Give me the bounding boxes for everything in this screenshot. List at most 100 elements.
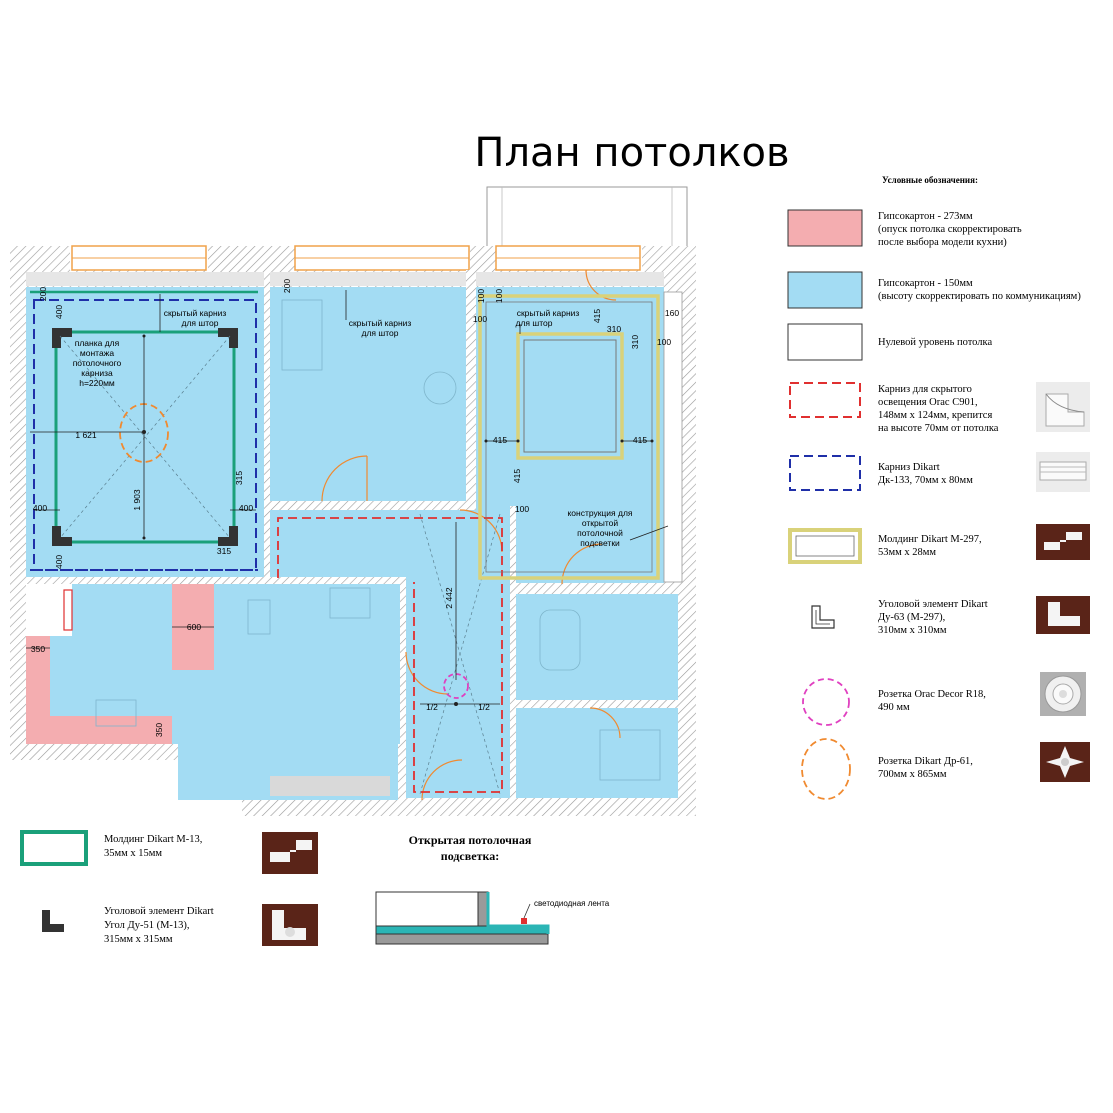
bottom-legend-1-line-2: 35мм х 15мм [104,848,162,859]
dim-400-left: 400 [33,503,47,513]
dim-350-b: 350 [154,723,164,737]
legend: Условные обозначения: [787,175,1090,800]
dim-100-e: 100 [494,289,504,303]
plan-labels: скрытый карниз для штор скрытый карниз д… [73,308,633,548]
swatch-molding-m13 [20,830,88,866]
swatch-rosette-dikart [801,738,851,800]
label-construction-3: потолочной [577,528,623,538]
dim-415-bottom: 415 [512,469,522,483]
dim-100-a: 100 [473,314,487,324]
dim-160: 160 [665,308,679,318]
legend-5-line-1: Карниз Dikart [878,462,940,473]
label-curtain-right-1: скрытый карниз [517,308,580,318]
legend-8-line-1: Розетка Orac Decor R18, [878,689,986,700]
swatch-zero-level [787,323,863,361]
product-photo-du51 [262,904,318,946]
legend-6-line-2: 53мм х 28мм [878,547,936,558]
room-bedroom-ceiling [270,287,466,501]
dimension-labels: 1 621 1 903 2 442 200 200 400 400 400 40… [31,279,679,737]
dim-2442: 2 442 [444,587,454,609]
swatch-cornice-orac [789,382,861,418]
legend-4-line-4: на высоте 70мм от потолка [878,423,999,434]
label-curtain-mid-1: скрытый карниз [349,318,412,328]
dim-400-right: 400 [239,503,253,513]
legend-7-line-1: Уголовой элемент Dikart [878,599,988,610]
product-photo-c901 [1036,382,1090,432]
dim-200-a: 200 [38,287,48,301]
bottom-legend-2-line-2: Угол Ду-51 (М-13), [104,920,190,931]
label-curtain-mid-2: для штор [362,328,399,338]
legend-3-line-1: Нулевой уровень потолка [878,337,992,348]
molding-297-outer [478,294,660,580]
dim-100-d: 100 [476,289,486,303]
label-plank-4: карниза [81,368,113,378]
product-photo-m297 [1036,524,1090,560]
legend-1-line-1: Гипсокартон - 273мм [878,211,973,222]
product-photo-r18 [1040,672,1086,716]
product-photo-du63 [1036,596,1090,634]
cornice-orac-hall [277,517,503,793]
label-construction-1: конструкция для [567,508,632,518]
legend-9-line-2: 700мм х 865мм [878,769,947,780]
product-photo-dk133 [1036,452,1090,492]
room-bath-ceiling [516,594,678,700]
legend-4-line-3: 148мм х 124мм, крепится [878,410,992,421]
balcony-outline [486,186,688,250]
dim-100-c: 100 [515,504,529,514]
dim-310-b: 310 [630,335,640,349]
dim-1903: 1 903 [132,489,142,511]
swatch-drywall-273 [787,209,863,247]
legend-2-line-1: Гипсокартон - 150мм [878,278,973,289]
corner-element-m13-icon [42,910,64,932]
molding-297-inner [516,332,624,460]
dim-100-b: 100 [657,337,671,347]
swatch-molding-297 [788,528,862,564]
dim-400-bottom: 400 [54,555,64,569]
molding-m13-living [54,330,236,544]
room-wc-ceiling [516,708,678,798]
legend-7-line-3: 310мм х 310мм [878,625,947,636]
legend-9-line-1: Розетка Dikart Др-61, [878,756,973,767]
dim-415-left: 415 [493,435,507,445]
legend-1-line-3: после выбора модели кухни) [878,237,1007,248]
lighting-section-drawing: светодиодная лента [375,891,610,945]
bottom-legend-2-line-1: Уголовой элемент Dikart [104,906,214,917]
swatch-cornice-dikart [789,455,861,491]
dim-200-b: 200 [282,279,292,293]
page-title: План потолков [474,130,789,176]
led-strip-label: светодиодная лента [534,899,610,908]
swatch-rosette-orac [802,678,850,726]
label-plank-1: планка для [75,338,120,348]
dim-600: 600 [187,622,201,632]
product-photo-dr61 [1040,742,1090,782]
dim-400-top: 400 [54,305,64,319]
dim-350-a: 350 [31,644,45,654]
product-photo-m13 [262,832,318,874]
bottom-legend: Молдинг Dikart М-13, 35мм х 15мм Уголово… [20,830,610,946]
legend-1-line-2: (опуск потолка скорректировать [878,224,1022,235]
label-plank-2: монтажа [80,348,114,358]
section-title-2: подсветка: [441,849,499,863]
dim-half-right: 1/2 [478,702,490,712]
dim-415-right: 415 [633,435,647,445]
dim-half-left: 1/2 [426,702,438,712]
label-plank-5: h=220мм [79,378,115,388]
swatch-drywall-150 [787,271,863,309]
dim-315-a: 315 [217,546,231,556]
label-construction-4: подсветки [580,538,620,548]
label-plank-3: потолочного [73,358,122,368]
section-title-1: Открытая потолочная [409,833,532,847]
label-construction-2: открытой [582,518,619,528]
label-curtain-right-2: для штор [516,318,553,328]
dim-415-top: 415 [592,309,602,323]
bottom-legend-2-line-3: 315мм х 315мм [104,934,173,945]
label-curtain-left-2: для штор [182,318,219,328]
dim-1621: 1 621 [75,430,97,440]
legend-8-line-2: 490 мм [878,702,910,713]
legend-4-line-1: Карниз для скрытого [878,384,972,395]
legend-6-line-1: Молдинг Dikart М-297, [878,534,982,545]
legend-5-line-2: Дк-133, 70мм х 80мм [878,475,973,486]
legend-2-line-2: (высоту скорректировать по коммуникациям… [878,291,1081,302]
legend-4-line-2: освещения Orac C901, [878,397,978,408]
